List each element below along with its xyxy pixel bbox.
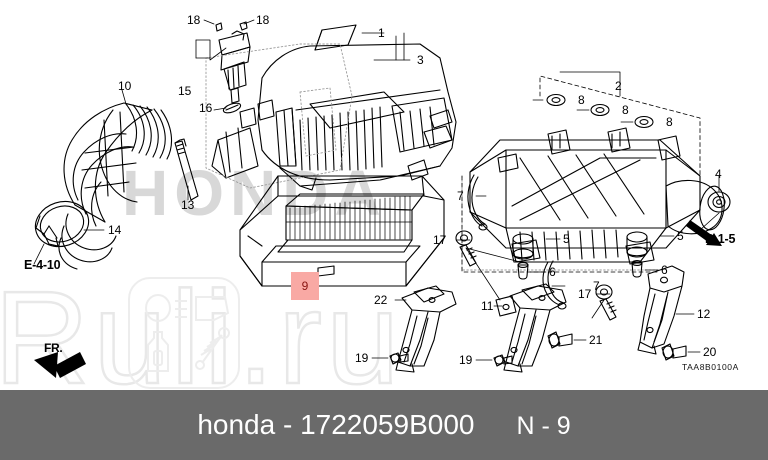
front-direction-label: FR.	[44, 341, 63, 355]
part-21-bolt	[547, 331, 573, 349]
part-6-collar-left	[517, 262, 529, 280]
callout-7-left: 7	[457, 189, 464, 203]
callout-6-right: 6	[661, 263, 668, 277]
callout-22: 22	[374, 293, 388, 307]
diagram-canvas: HONDA Ruli.ru	[0, 13, 739, 390]
group-bracket-lines	[461, 75, 701, 273]
phantom-outline-cover	[205, 43, 353, 189]
callout-3: 3	[417, 53, 424, 67]
callout-9-highlight: 9	[291, 272, 319, 300]
footer-content: honda - 1722059B000 N - 9	[197, 409, 570, 441]
part-13-stay-plate	[174, 138, 199, 201]
callout-17-left: 17	[433, 233, 447, 247]
part-19-nut-left	[389, 352, 409, 365]
callout-6-left: 6	[549, 265, 556, 279]
callout-14: 14	[108, 223, 122, 237]
part-20-bolt	[661, 343, 687, 361]
callout-18-right: 18	[256, 13, 270, 27]
part-8-grommets	[546, 93, 654, 129]
callout-20: 20	[703, 345, 717, 359]
part-6-collar-right	[631, 260, 643, 278]
part-4-grommet	[707, 191, 731, 213]
callout-8-a: 8	[578, 93, 585, 107]
part-19-nut-right	[493, 354, 513, 367]
b15-arrow	[686, 220, 722, 246]
callout-7-right: 7	[593, 279, 600, 293]
callout-19-right: 19	[459, 353, 473, 367]
callout-8-b: 8	[622, 103, 629, 117]
callout-12: 12	[697, 307, 711, 321]
callout-10: 10	[118, 79, 132, 93]
part-18-bolts	[215, 21, 248, 32]
exploded-view-artwork	[33, 19, 731, 378]
callout-13: 13	[181, 198, 195, 212]
fr-direction-arrow	[34, 352, 86, 378]
callout-8-c: 8	[666, 115, 673, 129]
part-12-bracket	[637, 265, 685, 355]
callout-5-right: 5	[677, 229, 684, 243]
callout-16: 16	[199, 101, 213, 115]
callout-21: 21	[589, 333, 603, 347]
part-15-air-flow-sensor	[218, 30, 251, 104]
part-11-bracket	[495, 283, 567, 373]
leader-lines	[33, 19, 720, 361]
callout-17-right: 17	[578, 287, 592, 301]
callout-15: 15	[178, 84, 192, 98]
footer-banner: honda - 1722059B000 N - 9	[0, 390, 768, 460]
part-2-air-cleaner-housing	[469, 127, 725, 265]
part-3-air-cleaner-cover	[211, 43, 457, 191]
part-5-cushion-left	[512, 233, 534, 260]
part-7-clip-left	[467, 174, 488, 231]
page-reference-label: N - 9	[516, 412, 571, 440]
part-14-hose-clamp	[34, 200, 90, 248]
part-16-oring	[222, 102, 242, 114]
part-22-bracket	[395, 285, 457, 373]
reference-e-4-10[interactable]: E-4-10	[24, 258, 61, 272]
callout-11: 11	[481, 299, 494, 313]
callout-18-left: 18	[187, 13, 201, 27]
part-9-air-filter-element	[239, 175, 445, 287]
callout-2: 2	[615, 79, 622, 93]
reference-b-1-5[interactable]: B-1-5	[705, 232, 736, 246]
part-number-label: honda - 1722059B000	[197, 409, 475, 440]
part-10-air-intake-tube	[58, 102, 173, 270]
part-5-cushion-right	[626, 231, 648, 258]
callout-4: 4	[715, 167, 722, 181]
callout-19-left: 19	[355, 351, 369, 365]
diagram-code: TAA8B0100A	[682, 362, 739, 372]
callout-1: 1	[378, 26, 385, 40]
callout-5-left: 5	[563, 232, 570, 246]
part-17-bolt-right	[595, 284, 617, 321]
